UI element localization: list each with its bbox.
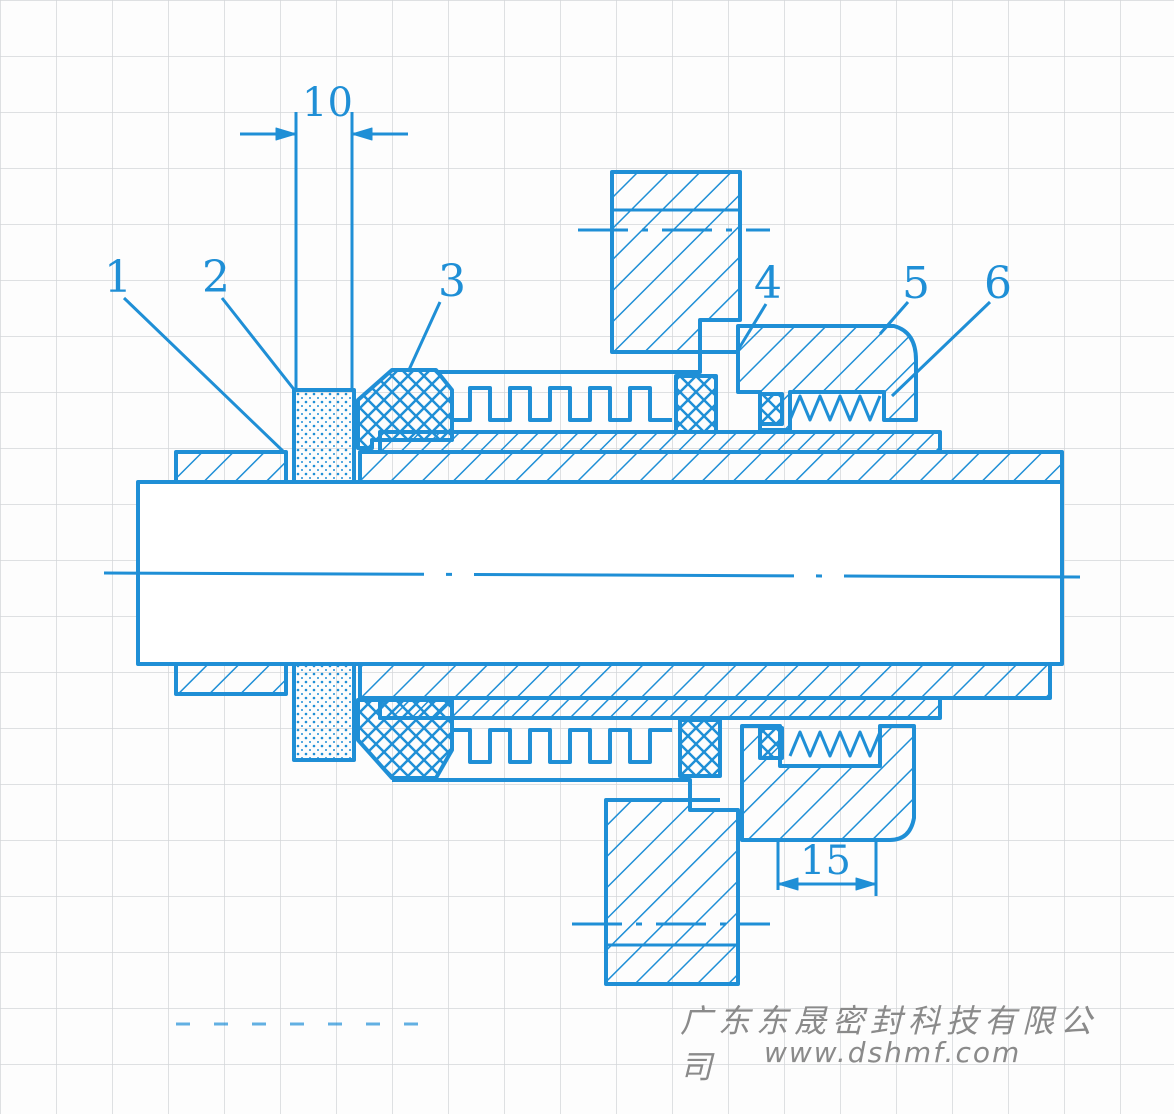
callout-2: 2 — [202, 252, 230, 303]
leader-6 — [890, 300, 992, 398]
seal-block-lower — [678, 718, 722, 778]
bellows-upper-outer — [436, 350, 740, 374]
leader-1 — [122, 296, 288, 456]
watermark-url: www.dshmf.com — [764, 1036, 1022, 1069]
bellows-sleeve-upper — [378, 430, 942, 454]
callout-5: 5 — [902, 258, 930, 309]
callout-3: 3 — [438, 256, 466, 307]
spring-lower — [788, 730, 882, 758]
spring-seat-lower — [758, 726, 784, 760]
bellows-sleeve-lower — [378, 696, 942, 720]
dim-10-arrowhead-right — [351, 127, 373, 141]
leader-5 — [878, 301, 910, 335]
center-line — [103, 571, 1081, 579]
stationary-ring-upper — [292, 388, 356, 484]
gland-flange-upper — [610, 170, 742, 354]
leader-3 — [406, 301, 442, 373]
callout-6: 6 — [984, 258, 1012, 309]
bellows-lower — [452, 728, 672, 764]
watermark-company: 广东东晟密封科技有限公司 — [680, 1002, 1099, 1086]
dim-label-15: 15 — [800, 838, 851, 884]
seal-block-upper — [674, 374, 718, 434]
spring-seat-upper — [758, 392, 784, 426]
bellows-lower-outer — [392, 778, 720, 802]
callout-1: 1 — [104, 252, 132, 303]
left-sleeve-lower — [174, 662, 288, 696]
spring-housing-lower — [740, 724, 916, 842]
shaft-sleeve-lower — [358, 662, 1052, 700]
callout-4: 4 — [754, 258, 782, 309]
leader-4 — [736, 303, 768, 351]
spring-upper — [788, 394, 882, 422]
stationary-ring-lower — [292, 662, 356, 762]
dim-15-arrowhead-right — [855, 877, 877, 891]
bellows-upper — [452, 386, 672, 422]
dim-10-arrowhead-left — [275, 127, 297, 141]
gland-flange-lower — [604, 798, 740, 986]
dim-15-arrowhead-left — [777, 877, 799, 891]
drawing-lines — [103, 112, 1081, 1026]
leader-2 — [220, 297, 298, 393]
dim-label-10: 10 — [302, 80, 353, 126]
left-sleeve-upper — [174, 450, 288, 484]
shaft-sleeve-upper — [358, 450, 1064, 484]
